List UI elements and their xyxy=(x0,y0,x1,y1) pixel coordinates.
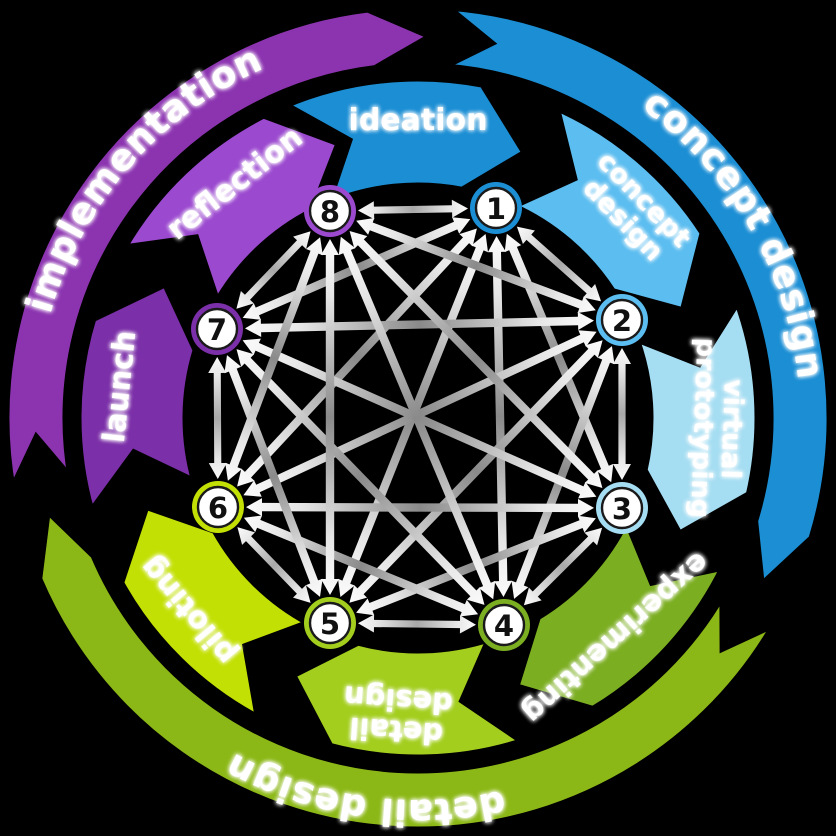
edge-6-8 xyxy=(225,237,323,481)
stage-node-inner-circle xyxy=(482,603,526,647)
stage-node-4[interactable]: 4 xyxy=(478,599,530,651)
edge-4-8 xyxy=(338,236,496,600)
stage-segment-label: virtualprototyping xyxy=(685,337,751,519)
edge-2-8 xyxy=(356,218,596,313)
stage-node-number: 5 xyxy=(320,607,340,641)
stage-segment-3[interactable]: virtualprototyping xyxy=(630,293,762,540)
stage-segment-shape xyxy=(503,101,707,316)
edge-3-8 xyxy=(349,231,603,488)
stage-segment-shape xyxy=(116,111,344,311)
stage-node-number: 4 xyxy=(494,609,514,643)
stage-node-1[interactable]: 1 xyxy=(470,182,522,234)
stage-node-inner-circle xyxy=(600,486,644,530)
edge-3-6 xyxy=(246,498,594,517)
stage-node-8[interactable]: 8 xyxy=(304,185,356,237)
stage-segment-shape xyxy=(511,511,730,714)
stage-node-number: 8 xyxy=(320,195,340,229)
stage-segment-shape xyxy=(277,74,530,211)
stage-node-5[interactable]: 5 xyxy=(304,597,356,649)
edge-2-4 xyxy=(511,346,615,599)
edge-1-4 xyxy=(487,236,513,597)
stage-segment-shape xyxy=(630,293,762,540)
stage-segment-5[interactable]: detaildesign xyxy=(287,632,531,762)
stage-segment-label: ideation xyxy=(349,103,488,138)
edge-4-7 xyxy=(236,349,485,605)
stage-node-number: 7 xyxy=(207,313,227,347)
edge-1-2 xyxy=(516,226,602,302)
outer-phase-shape xyxy=(2,5,440,502)
stage-node-2[interactable]: 2 xyxy=(596,294,648,346)
network-nodes-group: 1 2 3 4 5 6 7 8 xyxy=(191,182,648,651)
stage-node-inner-circle xyxy=(308,189,352,233)
stage-node-number: 3 xyxy=(612,492,632,526)
edge-2-3 xyxy=(613,348,631,480)
stage-node-number: 6 xyxy=(208,491,228,525)
stage-node-inner-circle xyxy=(308,601,352,645)
edge-1-6 xyxy=(237,228,477,487)
stage-segment-label: detaildesign xyxy=(341,679,454,751)
edge-2-7 xyxy=(245,312,594,337)
stage-node-inner-circle xyxy=(474,186,518,230)
edge-2-5 xyxy=(349,340,603,603)
stage-segment-7[interactable]: launch xyxy=(74,279,201,520)
stage-segment-shape xyxy=(116,501,318,725)
outer-phase-shape xyxy=(35,503,784,834)
stage-segment-shape xyxy=(287,632,531,762)
stage-node-6[interactable]: 6 xyxy=(192,481,244,533)
edge-4-5 xyxy=(358,614,476,634)
stage-node-number: 2 xyxy=(612,304,632,338)
edge-5-6 xyxy=(237,527,311,603)
stage-segment-shape xyxy=(74,279,201,520)
outer-phase-shape xyxy=(429,2,834,593)
stage-node-inner-circle xyxy=(600,298,644,342)
edge-1-8 xyxy=(358,199,468,220)
stage-segment-8[interactable]: reflection xyxy=(116,111,344,311)
network-edges-group xyxy=(208,199,631,634)
stage-node-7[interactable]: 7 xyxy=(191,303,243,355)
edge-5-8 xyxy=(321,239,339,595)
stage-segment-2[interactable]: conceptdesign xyxy=(503,101,707,316)
edge-7-8 xyxy=(236,231,311,309)
stage-segment-1[interactable]: ideation xyxy=(277,74,530,211)
stage-node-inner-circle xyxy=(195,307,239,351)
stage-node-3[interactable]: 3 xyxy=(596,482,648,534)
stage-node-inner-circle xyxy=(196,485,240,529)
stage-node-number: 1 xyxy=(486,192,506,226)
edge-3-4 xyxy=(523,527,603,606)
edge-6-7 xyxy=(208,357,227,479)
